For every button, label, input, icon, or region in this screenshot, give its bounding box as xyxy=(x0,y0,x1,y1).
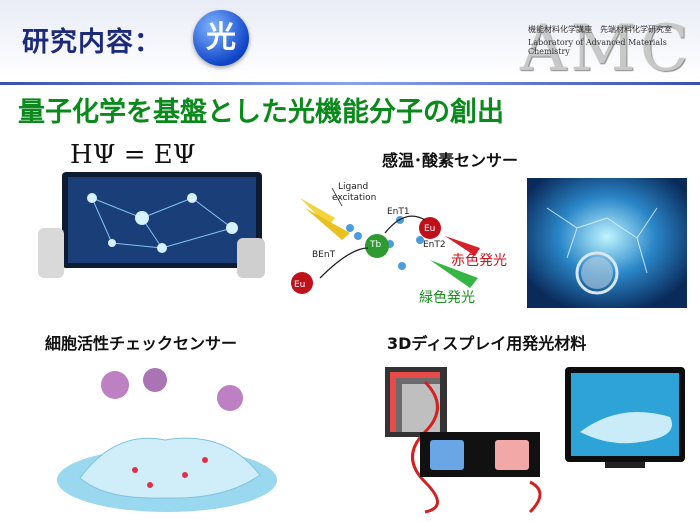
green-emission-label: 緑色発光 xyxy=(419,290,475,306)
cell-sensor-title: 細胞活性チェックセンサー xyxy=(45,334,238,353)
bent-label: BEnT xyxy=(312,250,336,260)
header-band xyxy=(0,0,700,80)
headline: 量子化学を基盤とした光機能分子の創出 xyxy=(18,97,504,128)
red-emission-label: 赤色発光 xyxy=(451,253,507,269)
section-title: 研究内容： xyxy=(22,27,162,58)
header-rule xyxy=(0,82,700,85)
eu-label-top: Eu xyxy=(424,224,436,234)
display-3d-image xyxy=(380,362,690,517)
eu-label-bottom: Eu xyxy=(294,280,306,290)
display-material-title: 3Dディスプレイ用発光材料 xyxy=(387,334,587,353)
tb-label: Tb xyxy=(370,240,382,250)
ent1-label: EnT1 xyxy=(387,207,410,217)
energy-transfer-diagram xyxy=(280,178,520,308)
lab-name-jp: 機能材料化学講座 先端材料化学研究室 xyxy=(528,25,672,34)
cell-sensor-image xyxy=(55,360,280,515)
ent2-label: EnT2 xyxy=(423,240,446,250)
lab-name-en: Laboratory of Advanced Materials Chemist… xyxy=(528,38,667,56)
sensor-title: 感温･酸素センサー xyxy=(382,151,519,170)
ligand-label: Ligand xyxy=(338,182,369,192)
excitation-label: excitation xyxy=(332,193,377,203)
amc-logo: AMC xyxy=(520,12,693,86)
schrodinger-equation: HΨ = EΨ xyxy=(70,140,196,170)
light-badge: 光 xyxy=(193,10,249,66)
tablet-network-image xyxy=(32,168,270,286)
complex-thermometer-image xyxy=(527,178,687,308)
